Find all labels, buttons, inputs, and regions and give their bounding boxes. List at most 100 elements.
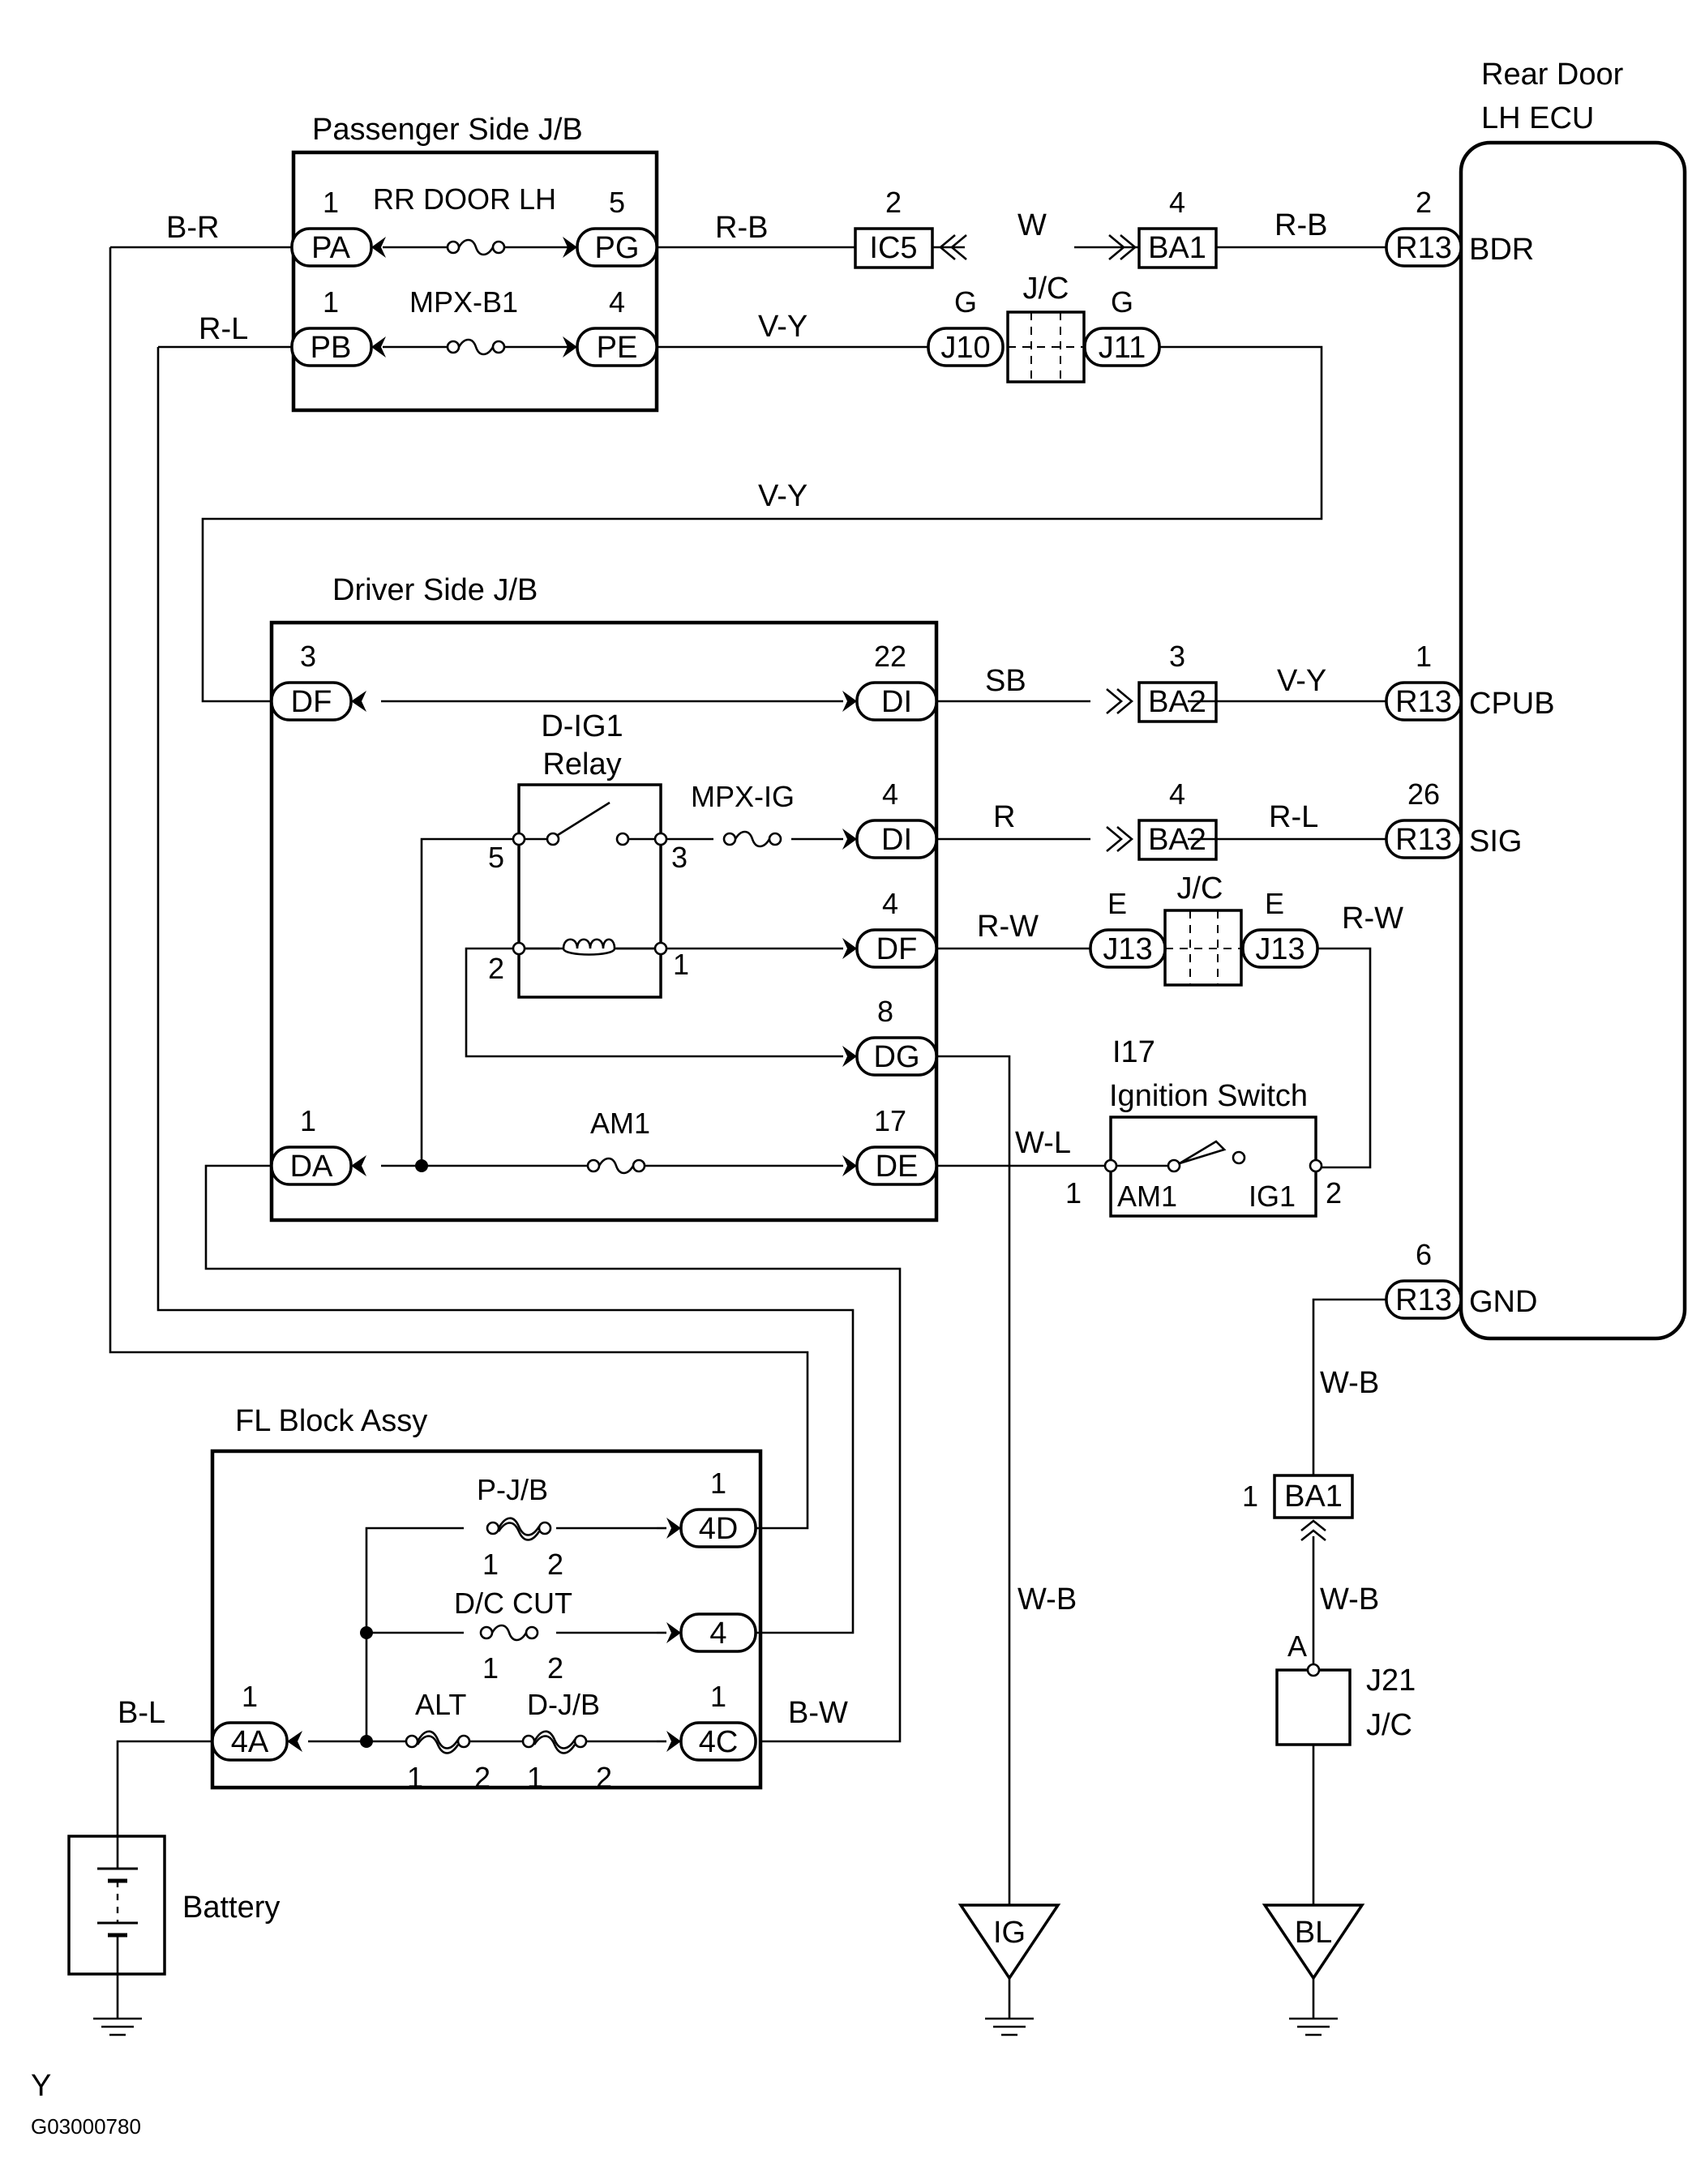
svg-text:DI: DI bbox=[881, 685, 912, 719]
wire-label: W-B bbox=[1320, 1366, 1379, 1400]
wire-label: R-W bbox=[977, 910, 1039, 944]
svg-text:1: 1 bbox=[482, 1548, 499, 1581]
svg-text:R13: R13 bbox=[1395, 231, 1452, 265]
connector-pe: PE 4 bbox=[563, 285, 658, 367]
svg-text:PE: PE bbox=[597, 331, 638, 365]
svg-text:J/C: J/C bbox=[1366, 1708, 1412, 1742]
connector-r13-sig: R13 26 SIG bbox=[1385, 777, 1522, 859]
svg-text:D/C CUT: D/C CUT bbox=[454, 1587, 572, 1620]
wire-label: V-Y bbox=[758, 310, 808, 344]
battery: Battery bbox=[67, 1835, 280, 1976]
wire-label: R bbox=[993, 800, 1015, 834]
svg-text:5: 5 bbox=[609, 186, 625, 219]
connector-4: 4 bbox=[666, 1612, 757, 1653]
connector-4d: 4D 1 bbox=[666, 1467, 757, 1548]
svg-text:4D: 4D bbox=[699, 1512, 739, 1546]
wire-label: R-L bbox=[1269, 800, 1318, 834]
connector-j13-right: J13 E bbox=[1241, 887, 1319, 969]
svg-text:1: 1 bbox=[1065, 1176, 1082, 1210]
svg-text:A: A bbox=[1287, 1629, 1307, 1663]
svg-text:AM1: AM1 bbox=[590, 1107, 650, 1140]
junction-dot bbox=[415, 1159, 428, 1172]
wire-label: B-R bbox=[166, 211, 219, 245]
svg-text:FL Block Assy: FL Block Assy bbox=[235, 1404, 427, 1438]
svg-text:1: 1 bbox=[300, 1104, 316, 1137]
svg-text:2: 2 bbox=[474, 1761, 491, 1794]
svg-text:BA2: BA2 bbox=[1148, 685, 1206, 719]
fl-block-box: FL Block Assy bbox=[210, 1404, 763, 1790]
wire-labels: B-R R-B W R-B R-L V-Y V-Y SB V-Y R R-L R… bbox=[118, 208, 1403, 1730]
wire-label: W-B bbox=[1017, 1582, 1077, 1617]
svg-text:1: 1 bbox=[710, 1680, 726, 1713]
svg-text:Ignition Switch: Ignition Switch bbox=[1109, 1079, 1308, 1113]
ignition-switch: I17 Ignition Switch AM1 IG1 1 2 bbox=[1065, 1035, 1342, 1218]
wire-label: B-L bbox=[118, 1696, 165, 1730]
svg-text:PB: PB bbox=[311, 331, 352, 365]
svg-text:1: 1 bbox=[1416, 640, 1432, 673]
connector-pg: PG 5 bbox=[563, 186, 658, 268]
fusible-link-d-jb: D-J/B 1 2 bbox=[521, 1688, 612, 1794]
svg-text:BA2: BA2 bbox=[1148, 823, 1206, 857]
connector-j13-left: J13 E bbox=[1089, 887, 1167, 969]
svg-text:J21: J21 bbox=[1366, 1664, 1416, 1698]
svg-text:J/C: J/C bbox=[1023, 272, 1069, 306]
svg-text:AM1: AM1 bbox=[1117, 1180, 1177, 1213]
svg-text:IG: IG bbox=[993, 1916, 1026, 1950]
connector-r13-bdr: R13 2 BDR bbox=[1385, 186, 1534, 268]
svg-text:Driver Side J/B: Driver Side J/B bbox=[332, 573, 538, 607]
svg-text:4C: 4C bbox=[699, 1725, 739, 1759]
fuse-dc-cut: D/C CUT 1 2 bbox=[454, 1587, 572, 1685]
svg-text:1: 1 bbox=[527, 1761, 543, 1794]
svg-text:J13: J13 bbox=[1103, 932, 1152, 966]
fusible-link-p-jb: P-J/B 1 2 bbox=[477, 1473, 563, 1581]
svg-text:G: G bbox=[954, 285, 977, 319]
connector-di22: DI 22 bbox=[842, 640, 938, 722]
svg-text:DE: DE bbox=[876, 1150, 919, 1184]
wire-label: SB bbox=[985, 664, 1026, 698]
svg-text:IG1: IG1 bbox=[1249, 1180, 1296, 1213]
svg-text:PG: PG bbox=[595, 231, 640, 265]
svg-text:Battery: Battery bbox=[182, 1891, 280, 1925]
svg-text:MPX-B1: MPX-B1 bbox=[409, 285, 518, 319]
svg-text:BDR: BDR bbox=[1469, 233, 1534, 267]
connector-ba2-top: BA2 3 bbox=[1106, 640, 1218, 723]
connector-pb: PB 1 bbox=[290, 285, 386, 367]
svg-text:17: 17 bbox=[874, 1104, 906, 1137]
svg-text:E: E bbox=[1107, 887, 1127, 920]
svg-text:DF: DF bbox=[876, 932, 918, 966]
connector-da1: DA 1 bbox=[270, 1104, 366, 1186]
footer-letter: Y bbox=[31, 2069, 51, 2103]
wire-label: R-B bbox=[1274, 208, 1327, 242]
svg-text:1: 1 bbox=[482, 1651, 499, 1685]
svg-text:1: 1 bbox=[710, 1467, 726, 1500]
svg-text:ALT: ALT bbox=[415, 1688, 466, 1721]
connector-ic5: IC5 2 bbox=[854, 186, 967, 269]
svg-text:3: 3 bbox=[300, 640, 316, 673]
wire-label: R-L bbox=[199, 312, 248, 346]
connector-4c: 4C 1 bbox=[666, 1680, 757, 1762]
connector-r13-gnd: R13 6 GND bbox=[1385, 1238, 1537, 1320]
svg-text:BA1: BA1 bbox=[1284, 1480, 1343, 1514]
svg-text:PA: PA bbox=[311, 231, 351, 265]
connector-dg8: DG 8 bbox=[842, 995, 938, 1077]
svg-text:R13: R13 bbox=[1395, 823, 1452, 857]
connector-df3: DF 3 bbox=[270, 640, 366, 722]
junction-connector-top: J/C bbox=[1006, 272, 1086, 383]
svg-text:6: 6 bbox=[1416, 1238, 1432, 1271]
svg-text:D-J/B: D-J/B bbox=[527, 1688, 600, 1721]
svg-text:RR DOOR LH: RR DOOR LH bbox=[373, 182, 556, 216]
svg-text:J13: J13 bbox=[1255, 932, 1304, 966]
wire-label: V-Y bbox=[758, 479, 808, 513]
svg-text:1: 1 bbox=[673, 948, 689, 981]
svg-text:1: 1 bbox=[1242, 1480, 1258, 1513]
junction-dot bbox=[360, 1735, 373, 1748]
svg-text:D-IG1: D-IG1 bbox=[541, 709, 623, 743]
svg-text:4: 4 bbox=[882, 887, 898, 920]
wire-label: V-Y bbox=[1277, 664, 1326, 698]
passenger-jb-box: Passenger Side J/B bbox=[291, 113, 659, 413]
junction-j21: A J21 J/C bbox=[1275, 1629, 1416, 1746]
svg-text:Relay: Relay bbox=[542, 747, 621, 782]
svg-text:E: E bbox=[1265, 887, 1284, 920]
driver-jb-box: Driver Side J/B bbox=[269, 573, 939, 1223]
